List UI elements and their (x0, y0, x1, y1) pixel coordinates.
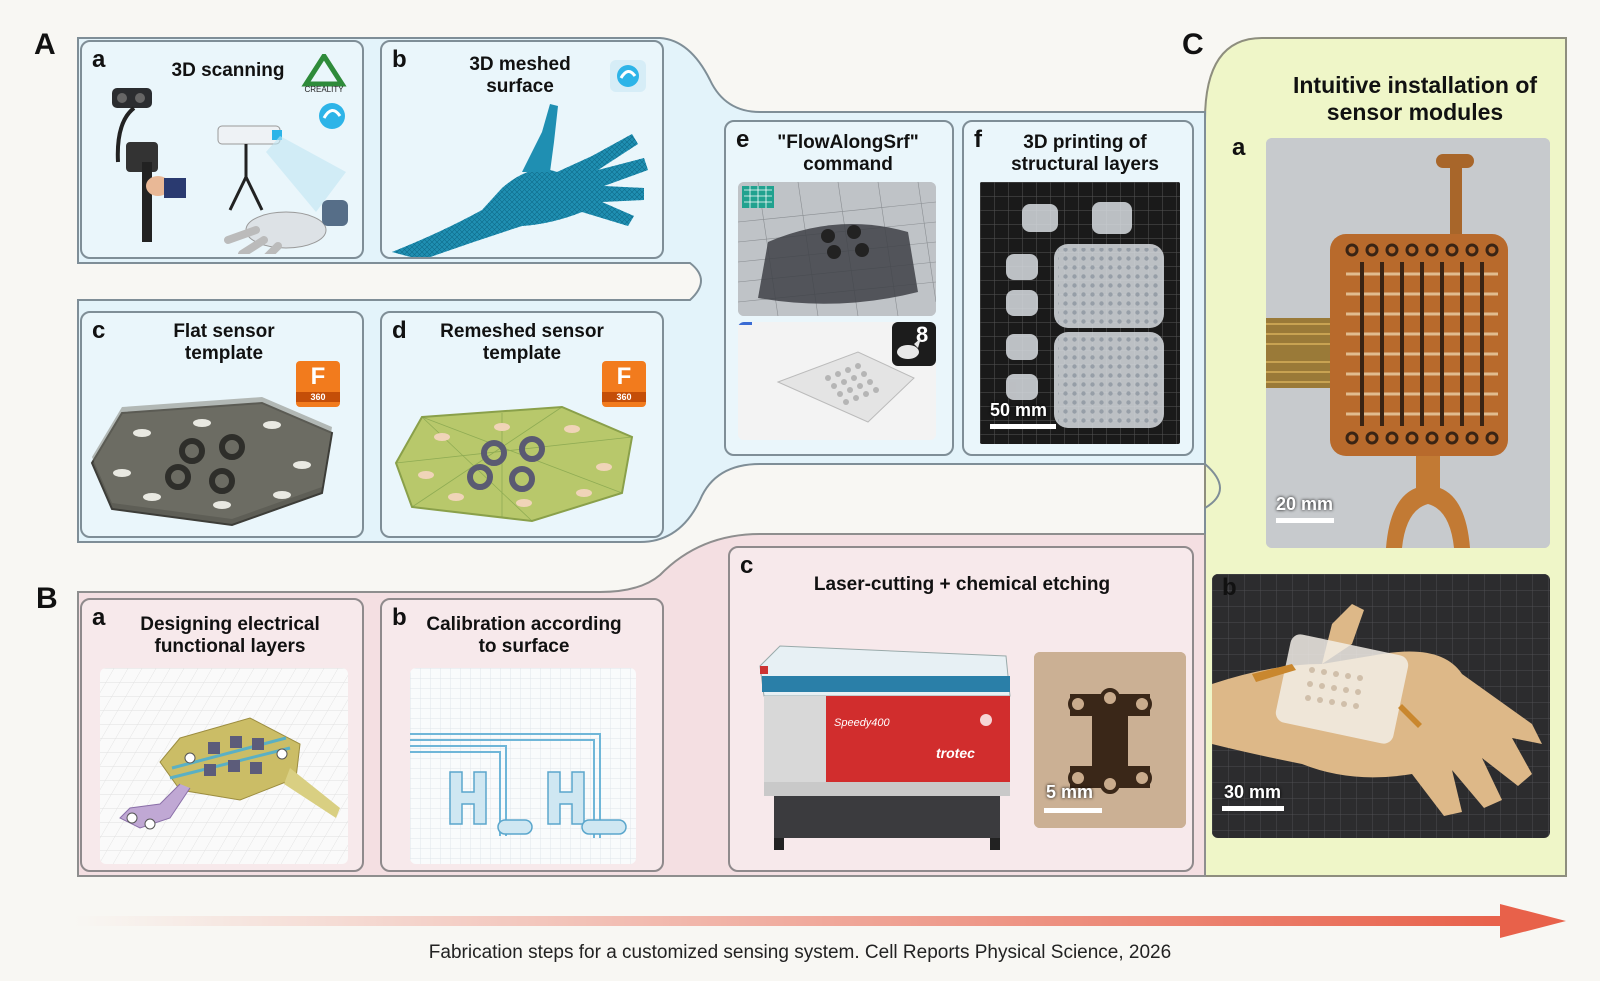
rhino-icon (897, 338, 921, 359)
section-label-c: C (1182, 28, 1204, 61)
panel-title: 3D scanning (171, 60, 285, 81)
scale-label: 20 mm (1276, 494, 1334, 514)
panel-c-a-letter: a (1232, 134, 1246, 161)
panel-c-flat-sensor-template: c Flat sensor template F 360 (80, 311, 364, 538)
app-cloud-icon (319, 103, 345, 129)
panel-c-title: Intuitive installation of sensor modules (1292, 72, 1538, 125)
flat-sensor-illustration (90, 397, 334, 527)
etched-circuit-svg (1034, 652, 1186, 828)
badge-letter: F (616, 363, 632, 390)
badge-number: 360 (296, 392, 340, 402)
panel-title: 3D printing of structural layers (1011, 132, 1159, 175)
panel-title: 3D meshed surface (469, 54, 571, 97)
calibration-svg (410, 668, 636, 864)
panel-letter: b (392, 604, 407, 631)
printed-layers-svg (980, 182, 1180, 444)
panel-letter: e (736, 126, 750, 153)
fabrication-progress-arrow (74, 904, 1566, 938)
region-a-lobe (1204, 463, 1221, 534)
section-label-a: A (34, 28, 56, 61)
printed-layers-photo: 50 mm (980, 182, 1180, 444)
panel-title: Remeshed sensor template (440, 321, 604, 364)
panel-letter: c (740, 552, 754, 579)
sensor-module-svg (1266, 138, 1550, 548)
app-cloud-icon (610, 60, 646, 92)
sensor-module-photo: 20 mm (1266, 138, 1550, 548)
panel-letter: c (92, 317, 106, 344)
circuit-design-svg (100, 668, 348, 864)
figure-caption: Fabrication steps for a customized sensi… (428, 942, 1172, 963)
scale-bar (1222, 806, 1284, 811)
circuit-design-render (100, 668, 348, 864)
panel-title: Flat sensor template (173, 321, 275, 364)
panel-letter: d (392, 317, 407, 344)
fusion360-badge-icon: F 360 (602, 361, 646, 407)
panel-a-3d-scanning: a 3D scanning CREALITY (80, 40, 364, 259)
scanner-illustration (112, 88, 348, 254)
badge-letter: F (310, 363, 326, 390)
badge-number: 360 (602, 392, 646, 402)
hand-installation-photo: b 30 mm (1212, 574, 1550, 838)
panel-b-3d-meshed-surface: b 3D meshed surface (380, 40, 664, 259)
scale-label: 30 mm (1224, 782, 1282, 802)
panel-title: Calibration according to surface (426, 614, 622, 657)
flowalongsrf-mesh-render (738, 182, 936, 316)
panel-letter: a (92, 46, 106, 73)
panel-letter: a (92, 604, 106, 631)
laser-cutter-illustration: Speedy400 trotec (759, 645, 1011, 850)
fusion360-badge-icon: F 360 (296, 361, 340, 407)
panel-letter: f (974, 126, 982, 153)
creality-logo: CREALITY (301, 54, 347, 94)
hand-installation-svg (1212, 574, 1550, 838)
panel-e-flowalongsrf: e "FlowAlongSrf" command (724, 120, 954, 456)
panel-f-3d-printing: f 3D printing of structural layers (962, 120, 1194, 456)
etched-circuit-photo: 5 mm (1034, 652, 1186, 828)
rhino-badge-icon: 8 (892, 322, 936, 366)
panel-letter: b (392, 46, 407, 73)
scale-bar (1276, 518, 1334, 523)
scale-label: 5 mm (1046, 782, 1094, 802)
machine-brand-label: trotec (936, 745, 975, 761)
remeshed-sensor-illustration (394, 405, 634, 523)
scale-bar (1044, 808, 1102, 813)
scale-bar (990, 424, 1056, 429)
section-label-b: B (36, 582, 58, 615)
calibration-render (410, 668, 636, 864)
scale-label: 50 mm (990, 400, 1048, 420)
creality-logo-text: CREALITY (304, 85, 344, 94)
panel-title: "FlowAlongSrf" command (777, 132, 919, 175)
panel-d-remeshed-sensor-template: d Remeshed sensor template F 360 (380, 311, 664, 538)
panel-b-b-calibration: b Calibration according to surface (380, 598, 664, 872)
meshed-hand-illustration (392, 104, 648, 257)
panel-b-a-designing-layers: a Designing electrical functional layers (80, 598, 364, 872)
panel-b-c-laser-cutting: c Laser-cutting + chemical etching Speed… (728, 546, 1194, 872)
panel-title: Laser-cutting + chemical etching (813, 574, 1111, 595)
panel-c-b-letter: b (1222, 574, 1237, 601)
mesh-render-svg (738, 182, 936, 316)
panel-title: Designing electrical functional layers (140, 614, 320, 657)
machine-model-label: Speedy400 (834, 717, 891, 729)
